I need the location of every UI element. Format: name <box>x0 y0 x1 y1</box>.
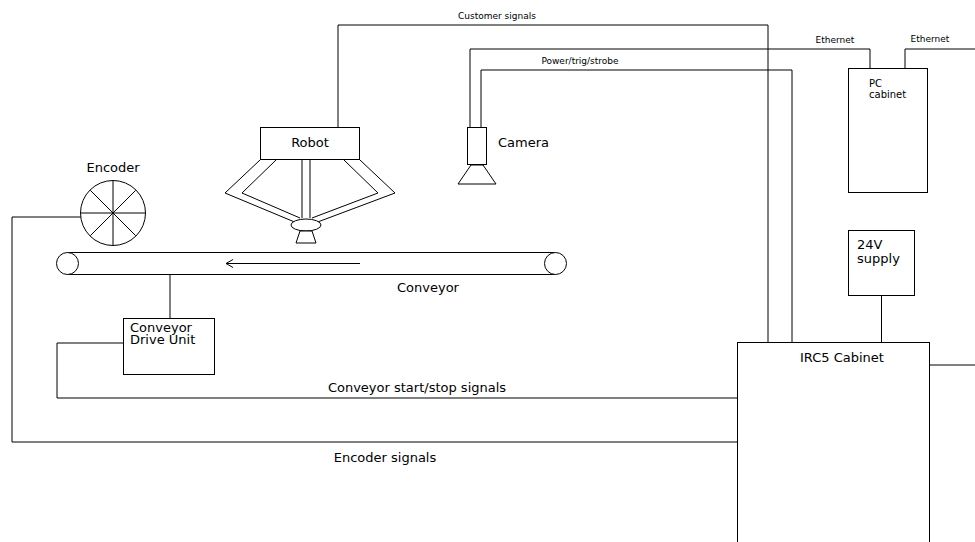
drive-unit: Conveyor Drive Unit <box>123 318 215 375</box>
node-label: Robot <box>261 128 359 150</box>
conveyor-belt: Conveyor <box>56 252 567 275</box>
conveyor-belt-outline <box>56 252 567 275</box>
roller <box>545 253 567 275</box>
node-label: Encoder <box>50 161 176 175</box>
signal-wire <box>470 49 870 127</box>
signal-wire <box>881 296 882 342</box>
robot-arm <box>312 160 378 218</box>
direction-arrowhead <box>226 260 233 268</box>
roller <box>57 253 79 275</box>
node-label: IRC5 Cabinet <box>800 343 929 365</box>
wire-label: Ethernet <box>909 35 952 45</box>
node-label: PC cabinet <box>869 69 921 100</box>
encoder-wheel: Encoder <box>80 180 146 246</box>
belt-edge <box>68 252 556 253</box>
encoder-spoke <box>90 190 135 235</box>
robot-arm <box>225 160 297 223</box>
robot-box: Robot <box>260 127 360 160</box>
ethernet-wire <box>905 49 975 68</box>
camera-body: Camera <box>467 127 487 165</box>
controller-cabinet: IRC5 Cabinet <box>737 342 930 542</box>
node-label: Camera <box>498 136 549 150</box>
signal-wire <box>170 275 171 318</box>
signal-label: Conveyor start/stop signals <box>326 381 508 395</box>
robot-shaft <box>310 160 311 218</box>
signal-wire <box>12 217 737 442</box>
pc-cabinet: PC cabinet <box>848 68 928 193</box>
direction-arrow <box>226 263 360 264</box>
robot-gripper <box>291 219 321 231</box>
cabinet-wire <box>930 365 975 366</box>
signal-wire <box>481 70 792 342</box>
node-label: Conveyor <box>397 281 459 295</box>
encoder-outline <box>81 181 146 246</box>
suction-cup <box>296 231 316 243</box>
signal-label: Power/trig/strobe <box>539 57 620 67</box>
robot-shaft <box>302 160 303 218</box>
robot-arm <box>315 160 395 223</box>
power-supply: 24V supply <box>848 230 915 296</box>
camera-lens <box>458 165 496 184</box>
signal-wire <box>338 25 768 342</box>
node-label: 24V supply <box>857 231 909 265</box>
signal-label: Ethernet <box>814 36 857 46</box>
belt-edge <box>68 274 556 275</box>
encoder-wheel-outline <box>80 180 146 246</box>
robot-arm <box>242 160 300 218</box>
signal-label: Customer signals <box>456 12 538 22</box>
signal-label: Encoder signals <box>332 451 439 465</box>
node-label: Conveyor Drive Unit <box>124 319 214 350</box>
